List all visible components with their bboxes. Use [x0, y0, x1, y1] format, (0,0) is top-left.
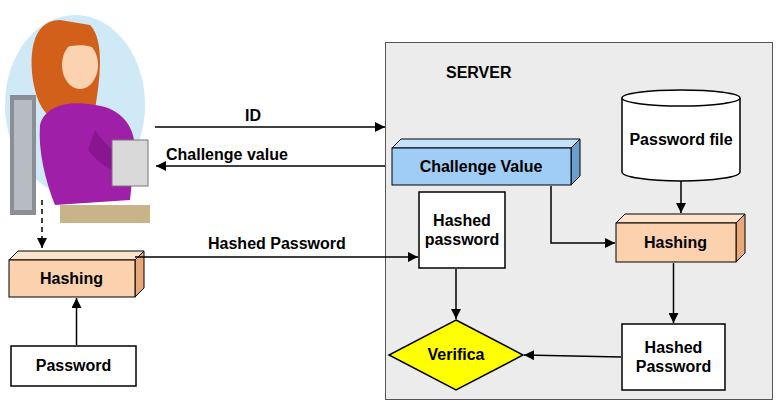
- password-box: Password: [10, 345, 137, 387]
- node-text: Hashing: [644, 233, 707, 252]
- verify-diamond: Verifica: [388, 319, 524, 391]
- rect-outline: [418, 191, 506, 269]
- hashing-box: Hashing: [615, 213, 746, 263]
- node-text: Verifica: [428, 345, 485, 364]
- node-text: Password file: [629, 130, 732, 149]
- password-file-cylinder: Password file: [621, 89, 741, 181]
- node-text: SERVER: [446, 63, 512, 82]
- server-region: SERVER Challenge Value Password fileHashed…: [385, 42, 773, 400]
- node-text: Challenge Value: [420, 157, 543, 176]
- edge-label: Hashed Password: [208, 234, 346, 253]
- node-text: Hashing: [40, 269, 103, 288]
- hashing-box: Hashing: [8, 250, 145, 298]
- node-text: Hashed Password: [627, 338, 720, 376]
- node-text: Hashed password: [424, 211, 500, 249]
- arrow-label: Challenge value: [166, 145, 288, 164]
- node-text: Password: [36, 356, 112, 375]
- connector-arrow: [76, 298, 78, 345]
- hashed-box: Hashed Password: [621, 323, 726, 391]
- rect-outline: [621, 323, 726, 391]
- hashed-box: Hashed password: [418, 191, 506, 269]
- connector-arrow: [135, 256, 418, 258]
- challenge-box: Challenge Value: [391, 138, 581, 186]
- arrow-label: ID: [245, 106, 261, 125]
